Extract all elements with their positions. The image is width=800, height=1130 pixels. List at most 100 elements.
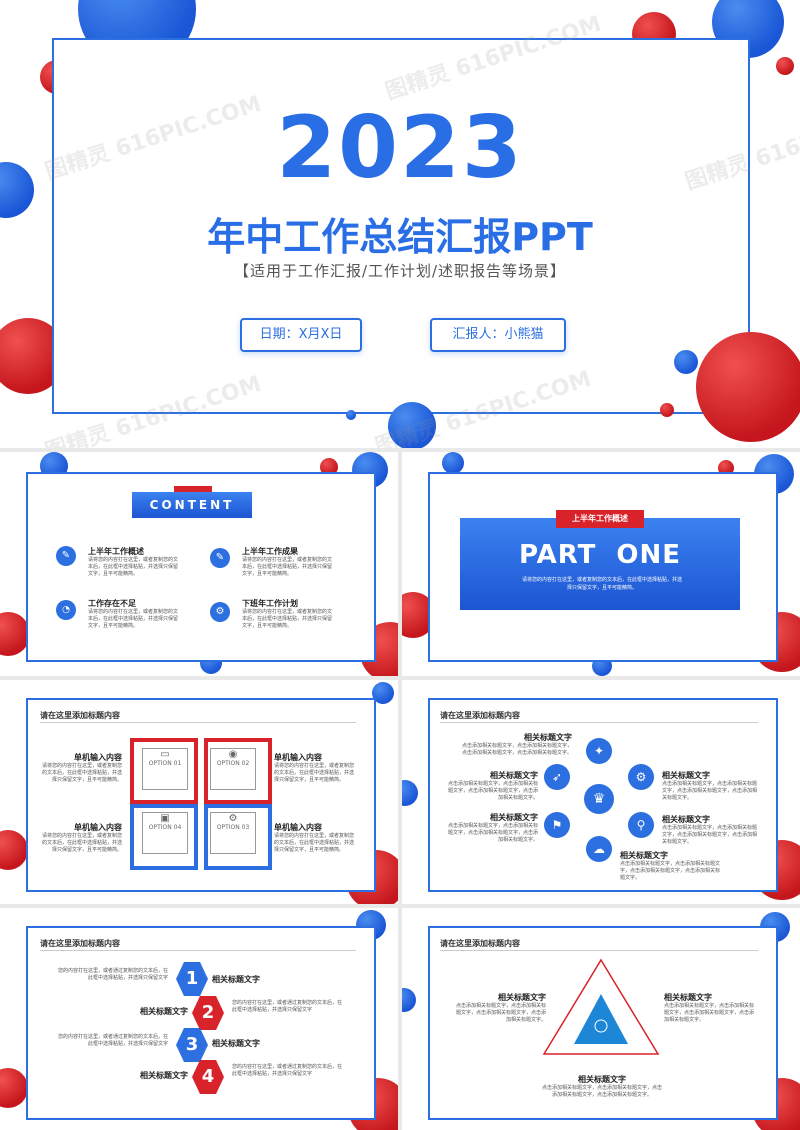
decor-dot <box>660 403 674 417</box>
content-item-title: 下班年工作计划 <box>242 599 298 608</box>
block-title: 单机输入内容 <box>74 753 122 762</box>
hub-text: 点击添加相关标题文字，点击添加相关标题文字，点击添加相关标题文字，点击添加相关标… <box>662 781 758 801</box>
decor-dot <box>402 988 416 1012</box>
lightbulb-icon <box>594 1019 608 1033</box>
decor-dot <box>442 452 464 474</box>
step-label-1: 相关标题文字 <box>212 975 260 984</box>
decor-dot <box>776 57 794 75</box>
hub-label: 相关标题文字 <box>662 771 710 780</box>
tri-text: 点击添加相关标题文字，点击添加相关标题文字，点击添加相关标题文字，点击添加相关标… <box>456 1003 547 1023</box>
cover-year: 2023 <box>276 98 524 198</box>
hub-text: 点击添加相关标题文字，点击添加相关标题文字，点击添加相关标题文字，点击添加相关标… <box>447 823 538 843</box>
options-slide: 请在这里添加标题内容 ▭OPTION 01 ◉OPTION 02 ▣OPTION… <box>0 680 398 904</box>
part-one-slide: 上半年工作概述 PART ONE 请将您的内容打在这里，或者复制您的文本后，在此… <box>402 452 800 676</box>
content-item-1: 上半年工作概述 请将您的内容打在这里，或者复制您的文本后，在此框中选择粘贴，并选… <box>88 546 178 578</box>
tri-text: 点击添加相关标题文字，点击添加相关标题文字，点击添加相关标题文字，点击添加相关标… <box>664 1003 755 1023</box>
step-label-4: 相关标题文字 <box>140 1071 188 1080</box>
slide-header: 请在这里添加标题内容 <box>440 711 520 720</box>
option-box-4 <box>204 804 272 870</box>
tri-label: 相关标题文字 <box>664 993 712 1002</box>
decor-dot <box>0 1068 28 1108</box>
hub-label-left1: 相关标题文字点击添加相关标题文字，点击添加相关标题文字，点击添加相关标题文字，点… <box>444 770 538 802</box>
hub-text: 点击添加相关标题文字，点击添加相关标题文字，点击添加相关标题文字，点击添加相关标… <box>662 825 758 845</box>
option-inner-4: ⚙OPTION 03 <box>210 812 256 854</box>
option-label: OPTION 03 <box>216 824 250 831</box>
eye-icon: ◉ <box>228 749 238 760</box>
hub-label: 相关标题文字 <box>490 813 538 822</box>
block-2: 单机输入内容 请将您的内容打在这里，或者复制您的文本后，在此框中选择粘贴，并选择… <box>274 752 358 784</box>
step-label-2: 相关标题文字 <box>140 1007 188 1016</box>
content-item-title: 工作存在不足 <box>88 599 136 608</box>
hub-label: 相关标题文字 <box>620 851 668 860</box>
block-text: 请将您的内容打在这里，或者复制您的文本后，在此框中选择粘贴，并选择只保留文字，且… <box>274 763 355 783</box>
hub-label-right1: 相关标题文字点击添加相关标题文字，点击添加相关标题文字，点击添加相关标题文字，点… <box>662 770 760 802</box>
lightbulb-icon: ✦ <box>586 738 612 764</box>
decor-dot <box>0 830 28 870</box>
block-text: 请将您的内容打在这里，或者复制您的文本后，在此框中选择粘贴，并选择只保留文字，且… <box>274 833 355 853</box>
step-text-3: 您的内容打在这里，或者通过复制您的文本后，在此框中选择粘贴，并选择只保留文字 <box>57 1034 168 1047</box>
step-text-1: 您的内容打在这里，或者通过复制您的文本后，在此框中选择粘贴，并选择只保留文字 <box>57 968 168 981</box>
part-banner <box>460 518 740 610</box>
settings-icon: ⚙ <box>228 813 238 824</box>
block-title: 单机输入内容 <box>274 753 322 762</box>
hub-slide: 请在这里添加标题内容 ♛ ✦ ⚙ ⚲ ☁ ⚑ ➶ 相关标题文字点击添加相关标题文… <box>402 680 800 904</box>
cover-slide: 2023 年中工作总结汇报PPT 【适用于工作汇报/工作计划/述职报告等场景】 … <box>0 0 800 448</box>
slide-header: 请在这里添加标题内容 <box>440 939 520 948</box>
cover-frame <box>52 38 750 414</box>
block-title: 单机输入内容 <box>274 823 322 832</box>
decor-dot <box>696 332 800 442</box>
trophy-icon: ♛ <box>584 784 614 814</box>
step-hex-1: 1 <box>176 962 208 996</box>
gear-icon: ⚙ <box>210 602 230 622</box>
step-label-3: 相关标题文字 <box>212 1039 260 1048</box>
part-title: PART ONE <box>518 540 682 570</box>
content-item-text: 请将您的内容打在这里，或者复制您的文本后，在此框中选择粘贴，并选择只保留文字，且… <box>88 557 179 577</box>
decor-dot <box>674 350 698 374</box>
tri-label-right: 相关标题文字点击添加相关标题文字，点击添加相关标题文字，点击添加相关标题文字，点… <box>664 992 754 1024</box>
header-divider <box>40 722 356 723</box>
tri-label-bottom: 相关标题文字点击添加相关标题文字，点击添加相关标题文字，点击添加相关标题文字，点… <box>542 1074 662 1099</box>
block-1: 单机输入内容 请将您的内容打在这里，或者复制您的文本后，在此框中选择粘贴，并选择… <box>40 752 122 784</box>
reporter-pill: 汇报人：小熊猫 <box>430 318 566 352</box>
triangle-inner <box>574 994 628 1044</box>
gear-icon: ⚙ <box>628 764 654 790</box>
option-inner-3: ▣OPTION 04 <box>142 812 188 854</box>
triangle-outline <box>542 958 660 1055</box>
options-frame <box>26 698 376 892</box>
pencil-icon: ✎ <box>210 548 230 568</box>
content-item-title: 上半年工作成果 <box>242 547 298 556</box>
cover-subtitle: 【适用于工作汇报/工作计划/述职报告等场景】 <box>233 262 567 280</box>
slide-header: 请在这里添加标题内容 <box>40 711 120 720</box>
content-item-4: 下班年工作计划 请将您的内容打在这里，或者复制您的文本后，在此框中选择粘贴，并选… <box>242 598 332 630</box>
option-box-1 <box>130 738 198 804</box>
slide-header: 请在这里添加标题内容 <box>40 939 120 948</box>
hub-label: 相关标题文字 <box>524 733 572 742</box>
decor-dot <box>372 682 394 704</box>
hub-label: 相关标题文字 <box>490 771 538 780</box>
header-divider <box>440 950 758 951</box>
content-header-tab <box>174 486 212 494</box>
location-icon: ⚲ <box>628 812 654 838</box>
hub-text: 点击添加相关标题文字，点击添加相关标题文字，点击添加相关标题文字，点击添加相关标… <box>447 781 538 801</box>
block-4: 单机输入内容 请将您的内容打在这里，或者复制您的文本后，在此框中选择粘贴，并选择… <box>274 822 358 854</box>
triangle-slide: 请在这里添加标题内容 相关标题文字点击添加相关标题文字，点击添加相关标题文字，点… <box>402 908 800 1130</box>
part-tag: 上半年工作概述 <box>556 510 644 528</box>
rocket-icon: ➶ <box>544 764 570 790</box>
content-slide: CONTENT ✎ 上半年工作概述 请将您的内容打在这里，或者复制您的文本后，在… <box>0 452 398 676</box>
option-inner-2: ◉OPTION 02 <box>210 748 256 790</box>
hub-label-top: 相关标题文字点击添加相关标题文字，点击添加相关标题文字，点击添加相关标题文字，点… <box>462 732 572 757</box>
content-item-text: 请将您的内容打在这里，或者复制您的文本后，在此框中选择粘贴，并选择只保留文字，且… <box>242 609 333 629</box>
content-item-text: 请将您的内容打在这里，或者复制您的文本后，在此框中选择粘贴，并选择只保留文字，且… <box>88 609 179 629</box>
content-item-title: 上半年工作概述 <box>88 547 144 556</box>
tri-label-left: 相关标题文字点击添加相关标题文字，点击添加相关标题文字，点击添加相关标题文字，点… <box>456 992 546 1024</box>
decor-dot <box>388 402 436 448</box>
block-text: 请将您的内容打在这里，或者复制您的文本后，在此框中选择粘贴，并选择只保留文字，且… <box>41 833 122 853</box>
flag-icon: ⚑ <box>544 812 570 838</box>
hub-text: 点击添加相关标题文字，点击添加相关标题文字，点击添加相关标题文字，点击添加相关标… <box>620 861 721 881</box>
decor-dot <box>320 458 338 476</box>
hub-label-right2: 相关标题文字点击添加相关标题文字，点击添加相关标题文字，点击添加相关标题文字，点… <box>662 814 760 846</box>
option-box-2 <box>204 738 272 804</box>
date-pill: 日期：X月X日 <box>240 318 362 352</box>
step-text-4: 您的内容打在这里，或者通过复制您的文本后，在此框中选择粘贴，并选择只保留文字 <box>232 1064 343 1077</box>
cloud-icon: ☁ <box>586 836 612 862</box>
